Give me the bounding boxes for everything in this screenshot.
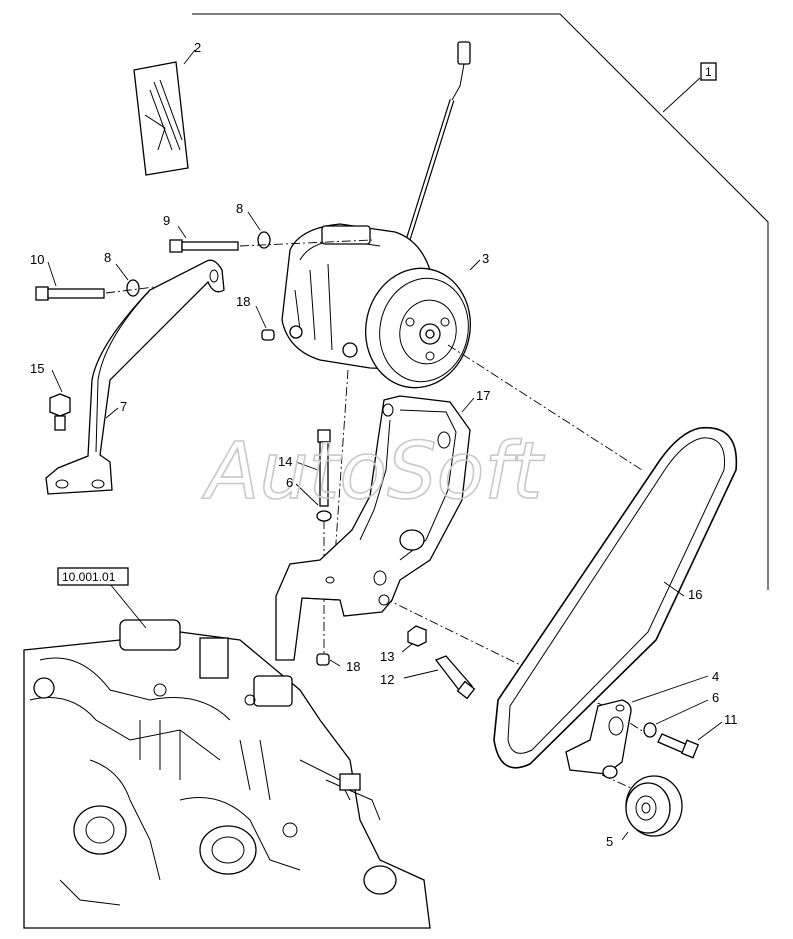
support-bracket-7 — [45, 259, 225, 495]
callout-18-top: 18 — [236, 294, 250, 309]
callout-2: 2 — [194, 40, 201, 55]
callout-12: 12 — [380, 672, 394, 687]
bolt-11 — [657, 733, 700, 759]
stud-12 — [434, 655, 476, 700]
callout-8-left: 8 — [104, 250, 111, 265]
group-label: 1 — [705, 65, 712, 79]
callout-6-right: 6 — [712, 690, 719, 705]
group-leader — [662, 77, 701, 113]
callout-16: 16 — [688, 587, 702, 602]
bolt-14 — [317, 429, 331, 507]
callout-18-bottom: 18 — [346, 659, 360, 674]
nut-13 — [407, 625, 427, 647]
callout-3: 3 — [482, 251, 489, 266]
drive-belt-16 — [493, 426, 738, 769]
callout-4: 4 — [712, 669, 719, 684]
dowel-18-top — [261, 329, 275, 341]
group-label-box — [700, 62, 717, 81]
watermark-text: AutoSoft — [201, 427, 545, 517]
callout-5: 5 — [606, 834, 613, 849]
callout-9: 9 — [163, 213, 170, 228]
dowel-18-bottom — [316, 653, 330, 666]
reference-label: 10.001.01 — [62, 570, 116, 584]
reference-label-box — [57, 567, 129, 586]
washer-8-top — [257, 231, 271, 249]
callout-13: 13 — [380, 649, 394, 664]
group-bracket-line — [192, 13, 769, 590]
bolt-10 — [35, 286, 105, 301]
tensioner-bracket-4 — [565, 699, 632, 779]
callout-11: 11 — [724, 712, 738, 727]
callout-17: 17 — [476, 388, 490, 403]
callout-15: 15 — [30, 361, 44, 376]
manual-booklet — [133, 61, 189, 176]
idler-pulley-5 — [625, 775, 683, 837]
callout-7: 7 — [120, 399, 127, 414]
bolt-15 — [49, 393, 71, 431]
bolt-9 — [169, 239, 239, 253]
callout-6-center: 6 — [286, 475, 293, 490]
ac-compressor — [281, 41, 472, 389]
callout-8-top: 8 — [236, 201, 243, 216]
washer-8-left — [126, 279, 140, 297]
washer-6-center — [316, 510, 332, 522]
engine-assembly — [23, 619, 431, 929]
callout-14: 14 — [278, 454, 292, 469]
callout-10: 10 — [30, 252, 44, 267]
washer-6-right — [643, 722, 657, 738]
mounting-bracket-17 — [275, 395, 471, 661]
